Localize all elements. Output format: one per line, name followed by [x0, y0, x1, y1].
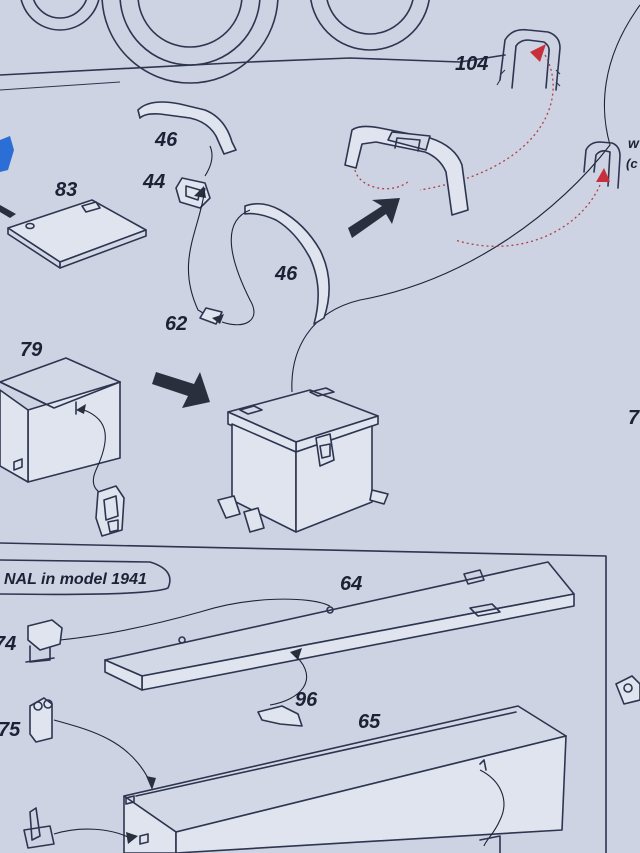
edge-label-w: w [628, 135, 640, 151]
part-75-hinge [29, 697, 53, 743]
callout-74: 74 [0, 633, 16, 655]
assembled-box-with-lid [217, 387, 389, 533]
small-parts-bottom-left [23, 807, 138, 849]
insertion-arrow-icon [530, 44, 546, 62]
direction-arrow-icon [348, 198, 400, 238]
direction-arrow-icon [152, 372, 210, 408]
insertion-arrow-icon [146, 776, 156, 790]
part-64-plank [104, 561, 575, 691]
part-62-bracket [199, 307, 224, 325]
callout-62: 62 [165, 313, 187, 335]
insertion-arrow-icon [290, 648, 302, 660]
direction-arrow-icon [0, 205, 16, 218]
callout-104: 104 [455, 53, 488, 75]
callout-79: 79 [20, 339, 43, 361]
part-96-bracket [257, 705, 303, 727]
edge-label-c: (c [626, 156, 638, 171]
insertion-arrow-icon [596, 168, 610, 182]
callout-44: 44 [142, 171, 165, 193]
part-65-long-box [123, 705, 567, 853]
insertion-arrow-icon [194, 186, 206, 198]
latch-part [95, 485, 125, 537]
part-104-clip [419, 28, 561, 191]
part-edge-clip [454, 141, 621, 247]
fender-clamp-assembled [344, 125, 469, 216]
part-74-bracket [25, 619, 63, 663]
callout-83: 83 [55, 179, 77, 201]
blue-part-edge [0, 136, 14, 172]
insertion-arrow-icon [126, 832, 138, 844]
section-banner: NAL in model 1941 [0, 559, 171, 596]
part-46-strap-upper [137, 101, 237, 155]
callout-96: 96 [295, 689, 318, 711]
edge-label-7: 7 [628, 407, 640, 429]
callout-46-lower: 46 [274, 263, 298, 285]
callout-75: 75 [0, 719, 21, 741]
insertion-arrow-icon [212, 314, 224, 324]
insertion-arrow-icon [76, 404, 86, 414]
callout-65: 65 [358, 711, 381, 733]
section-frame [0, 542, 607, 853]
part-83-plate [7, 199, 147, 269]
wheel-assembly-top [0, 0, 506, 91]
section-banner-text: NAL in model 1941 [4, 571, 147, 588]
callout-64: 64 [340, 573, 362, 595]
part-79-open-box [0, 357, 121, 497]
part-edge-right [615, 675, 640, 705]
part-46-strap-lower [244, 202, 330, 325]
part-44-clip [175, 145, 213, 317]
callout-46-upper: 46 [154, 129, 178, 151]
lead-line-top-right [291, 4, 640, 393]
